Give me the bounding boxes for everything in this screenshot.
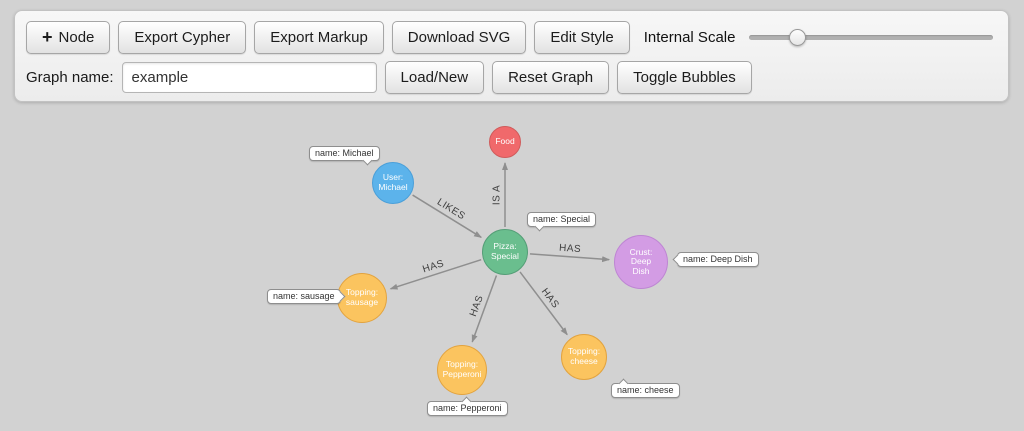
edge-label: HAS — [539, 286, 561, 310]
graph-edge-pizza-pepperoni — [471, 275, 498, 343]
toolbar-row-2: Graph name: Load/New Reset Graph Toggle … — [26, 61, 997, 94]
node-caption-line: Special — [491, 251, 519, 261]
graph-node-user[interactable]: User:Michael — [372, 162, 414, 204]
load-new-button[interactable]: Load/New — [384, 61, 485, 94]
toggle-bubbles-button[interactable]: Toggle Bubbles — [617, 61, 752, 94]
add-node-button[interactable]: + Node — [26, 21, 111, 54]
property-label: name: Deep Dish — [672, 252, 759, 267]
node-caption-line: Topping: — [445, 359, 479, 370]
node-caption-line: cheese — [570, 356, 598, 366]
node-caption-line: Crust: — [629, 246, 653, 257]
edge-label: IS A — [492, 185, 503, 205]
node-caption-line: Michael — [378, 182, 408, 192]
property-label-text: name: Deep Dish — [683, 254, 753, 264]
internal-scale-handle[interactable] — [789, 29, 807, 46]
edge-label: HAS — [468, 294, 486, 318]
property-label: name: Special — [527, 212, 597, 232]
reset-graph-button[interactable]: Reset Graph — [492, 61, 610, 94]
node-caption-line: User: — [382, 172, 404, 183]
node-caption-line: Topping: — [567, 346, 601, 357]
property-label-text: name: sausage — [273, 291, 335, 301]
property-label: name: cheese — [611, 378, 680, 398]
graph-node-pepperoni[interactable]: Topping:Pepperoni — [437, 345, 487, 395]
download-svg-button[interactable]: Download SVG — [391, 21, 527, 54]
graph-name-label: Graph name: — [26, 69, 114, 86]
export-markup-button[interactable]: Export Markup — [254, 21, 384, 54]
add-node-label: Node — [58, 29, 95, 46]
property-label-text: name: Pepperoni — [433, 403, 502, 413]
property-label-text: name: Special — [533, 214, 591, 224]
export-cypher-button[interactable]: Export Cypher — [118, 21, 247, 54]
property-label-text: name: cheese — [617, 385, 674, 395]
graph-node-sausage[interactable]: Topping:sausage — [337, 273, 387, 323]
property-label: name: Michael — [309, 146, 380, 166]
node-caption-line: Dish — [632, 265, 650, 276]
node-caption-line: Pizza: — [493, 241, 517, 252]
node-caption-line: Topping: — [345, 287, 379, 298]
graph-edge-user-pizza — [412, 194, 483, 238]
property-label: name: Pepperoni — [427, 396, 508, 416]
node-caption-line: Food — [495, 136, 515, 147]
graph-edge-pizza-crust — [529, 253, 611, 263]
graph-node-pizza[interactable]: Pizza:Special — [482, 229, 528, 275]
internal-scale-label: Internal Scale — [643, 29, 736, 46]
internal-scale-slider[interactable] — [749, 29, 994, 46]
edge-label: HAS — [559, 243, 582, 256]
graph-edge-pizza-sausage — [389, 258, 482, 290]
slider-track[interactable] — [749, 35, 994, 40]
property-label-text: name: Michael — [315, 148, 374, 158]
property-label: name: sausage — [267, 289, 345, 304]
plus-icon: + — [42, 26, 53, 47]
graph-node-cheese[interactable]: Topping:cheese — [561, 334, 607, 380]
toolbar-row-1: + Node Export Cypher Export Markup Downl… — [26, 21, 997, 54]
toolbar: + Node Export Cypher Export Markup Downl… — [14, 10, 1009, 102]
graph-name-input[interactable] — [121, 62, 377, 93]
edit-style-button[interactable]: Edit Style — [534, 21, 630, 54]
node-caption-line: Pepperoni — [442, 369, 482, 379]
graph-node-food[interactable]: Food — [489, 126, 521, 158]
node-caption-line: Deep — [630, 256, 652, 267]
node-caption-line: sausage — [345, 297, 379, 307]
graph-edge-pizza-cheese — [519, 271, 568, 336]
